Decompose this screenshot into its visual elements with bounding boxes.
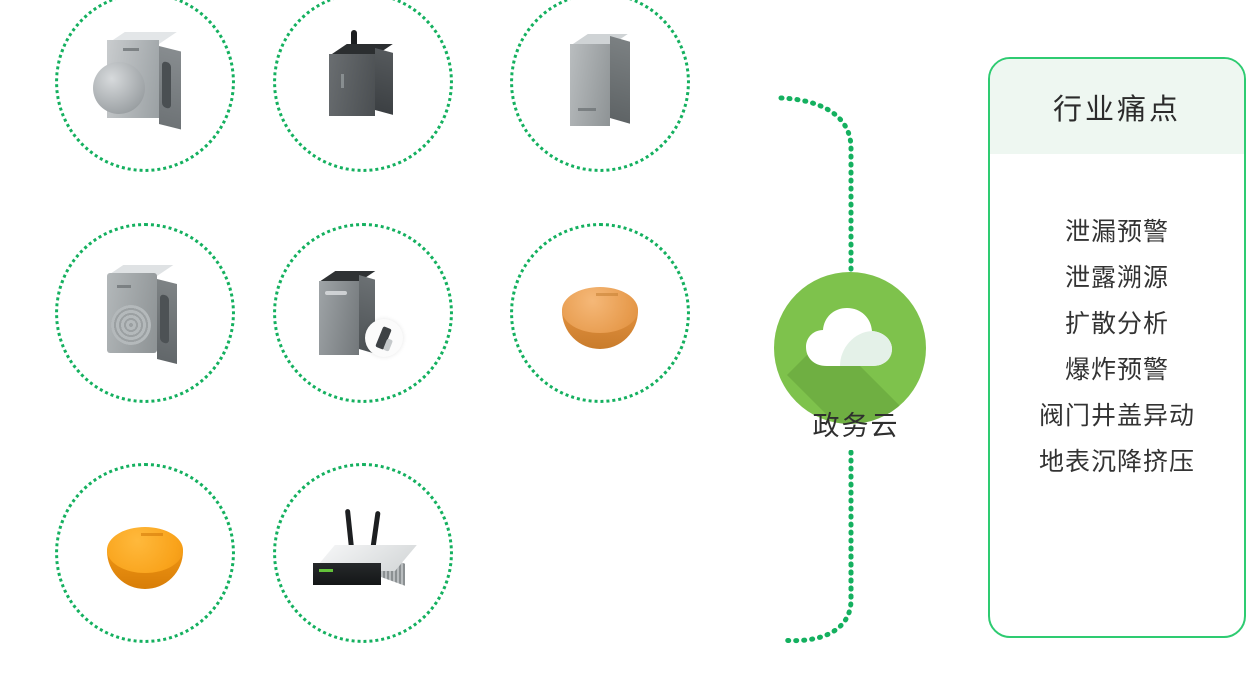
pain-points-panel: 行业痛点 泄漏预警 泄露溯源 扩散分析 爆炸预警 阀门井盖异动 地表沉降挤压 — [988, 57, 1246, 638]
device-node-2[interactable] — [273, 0, 453, 172]
bracket-bottom-path — [778, 545, 854, 644]
device-node-5[interactable] — [273, 223, 453, 403]
dark-gateway-box-icon — [303, 22, 423, 142]
cloud-glyph-icon — [806, 308, 892, 366]
pain-points-header: 行业痛点 — [990, 59, 1244, 154]
device-node-8[interactable] — [273, 463, 453, 643]
pain-points-list: 泄漏预警 泄露溯源 扩散分析 爆炸预警 阀门井盖异动 地表沉降挤压 — [990, 154, 1244, 478]
orange-dome-sensor-icon — [85, 493, 205, 613]
list-item[interactable]: 扩散分析 — [1064, 310, 1169, 338]
list-item[interactable]: 阀门井盖异动 — [1038, 402, 1195, 430]
wall-mounted-rotary-valve-icon — [85, 22, 205, 142]
list-item[interactable]: 泄露溯源 — [1064, 264, 1169, 292]
device-node-1[interactable] — [55, 0, 235, 172]
device-node-7[interactable] — [55, 463, 235, 643]
tall-gray-cabinet-icon — [540, 22, 660, 142]
device-node-6[interactable] — [510, 223, 690, 403]
cloud-hub-icon[interactable] — [774, 272, 926, 424]
list-item[interactable]: 爆炸预警 — [1064, 356, 1169, 384]
hub-label: 政务云 — [812, 411, 900, 441]
gray-acoustic-sensor-icon — [85, 253, 205, 373]
device-node-3[interactable] — [510, 0, 690, 172]
orange-dome-sensor-light-icon — [540, 253, 660, 373]
wireless-router-icon — [303, 493, 423, 613]
pain-points-title: 行业痛点 — [1052, 93, 1181, 126]
list-item[interactable]: 泄漏预警 — [1064, 218, 1169, 246]
tall-unit-with-probe-icon — [303, 253, 423, 373]
device-node-4[interactable] — [55, 223, 235, 403]
list-item[interactable]: 地表沉降挤压 — [1038, 448, 1195, 476]
